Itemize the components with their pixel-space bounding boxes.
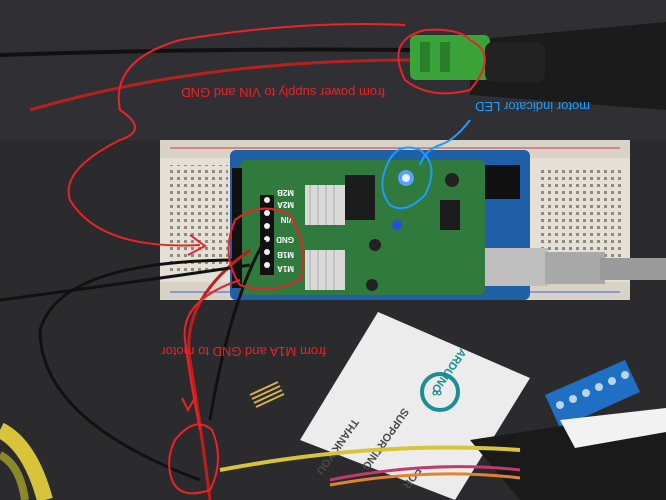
motor-annotation-text: from M1A and GND to motor bbox=[161, 344, 326, 359]
terminal-circle bbox=[227, 207, 305, 290]
svg-text:∞: ∞ bbox=[432, 384, 442, 400]
pin-label-m1a: M1A bbox=[277, 264, 294, 273]
pliers bbox=[0, 422, 53, 500]
led-annotation-text: motor indicator LED bbox=[475, 99, 590, 114]
screw-terminal-block bbox=[545, 360, 640, 428]
motor-shield bbox=[232, 160, 485, 295]
power-arrow-line bbox=[67, 23, 406, 247]
usb-connector bbox=[478, 248, 666, 286]
pin-label-gnd: GND bbox=[276, 235, 294, 244]
power-circle bbox=[397, 28, 486, 95]
motor-annotation bbox=[168, 207, 305, 495]
motor-arrow-line bbox=[183, 279, 241, 431]
loose-wires bbox=[0, 239, 267, 500]
ribbon-cable bbox=[219, 408, 666, 500]
pin-label-m2b: M2B bbox=[277, 188, 294, 197]
led-circle bbox=[381, 146, 433, 210]
led-arrow-line bbox=[419, 119, 471, 166]
power-annotation bbox=[67, 23, 486, 256]
power-annotation-text: from power supply to VIN and GND bbox=[181, 85, 385, 100]
pin-label-m1b: M1B bbox=[277, 250, 294, 259]
arduino-logo-icon bbox=[420, 372, 460, 412]
pin-label-m2a: M2A bbox=[277, 200, 294, 209]
loose-header-pins bbox=[249, 381, 285, 408]
pin-label-vin: VIN bbox=[280, 215, 294, 224]
power-supply-cable bbox=[0, 22, 666, 112]
motor-connector-circle bbox=[168, 423, 220, 495]
led-annotation bbox=[381, 119, 471, 210]
shield-pin-labels: M2B M2A VIN GND M1B M1A bbox=[276, 188, 294, 273]
